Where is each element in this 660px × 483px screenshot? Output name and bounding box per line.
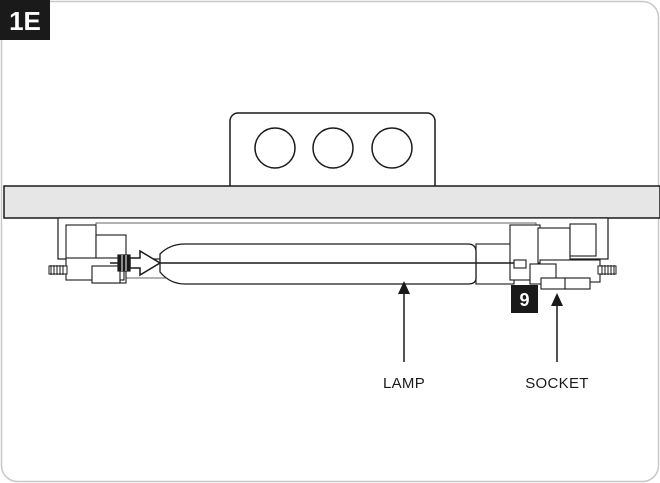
lamp-tube [110,243,514,285]
knockout-right [371,127,413,169]
knockout-left [254,127,296,169]
junction-box [229,112,436,196]
ceiling-slab [3,185,660,219]
knockout-middle [312,127,354,169]
callout-badge: 9 [511,285,538,313]
callout-number: 9 [519,290,529,310]
lamp-leader [398,281,410,362]
insert-direction-arrow-icon [129,249,162,277]
panel-label-badge: 1E [0,0,50,40]
socket-leader [551,293,563,362]
right-threaded-stud-icon [597,265,617,275]
socket-label: SOCKET [525,375,588,392]
panel-label: 1E [9,6,41,36]
lamp-arrowhead-icon [398,281,410,294]
lamp-endcap [117,249,162,277]
socket-assembly [475,223,601,290]
socket-arrowhead-icon [551,293,563,306]
left-threaded-stud-icon [48,265,68,275]
lamp-label: LAMP [383,375,425,392]
